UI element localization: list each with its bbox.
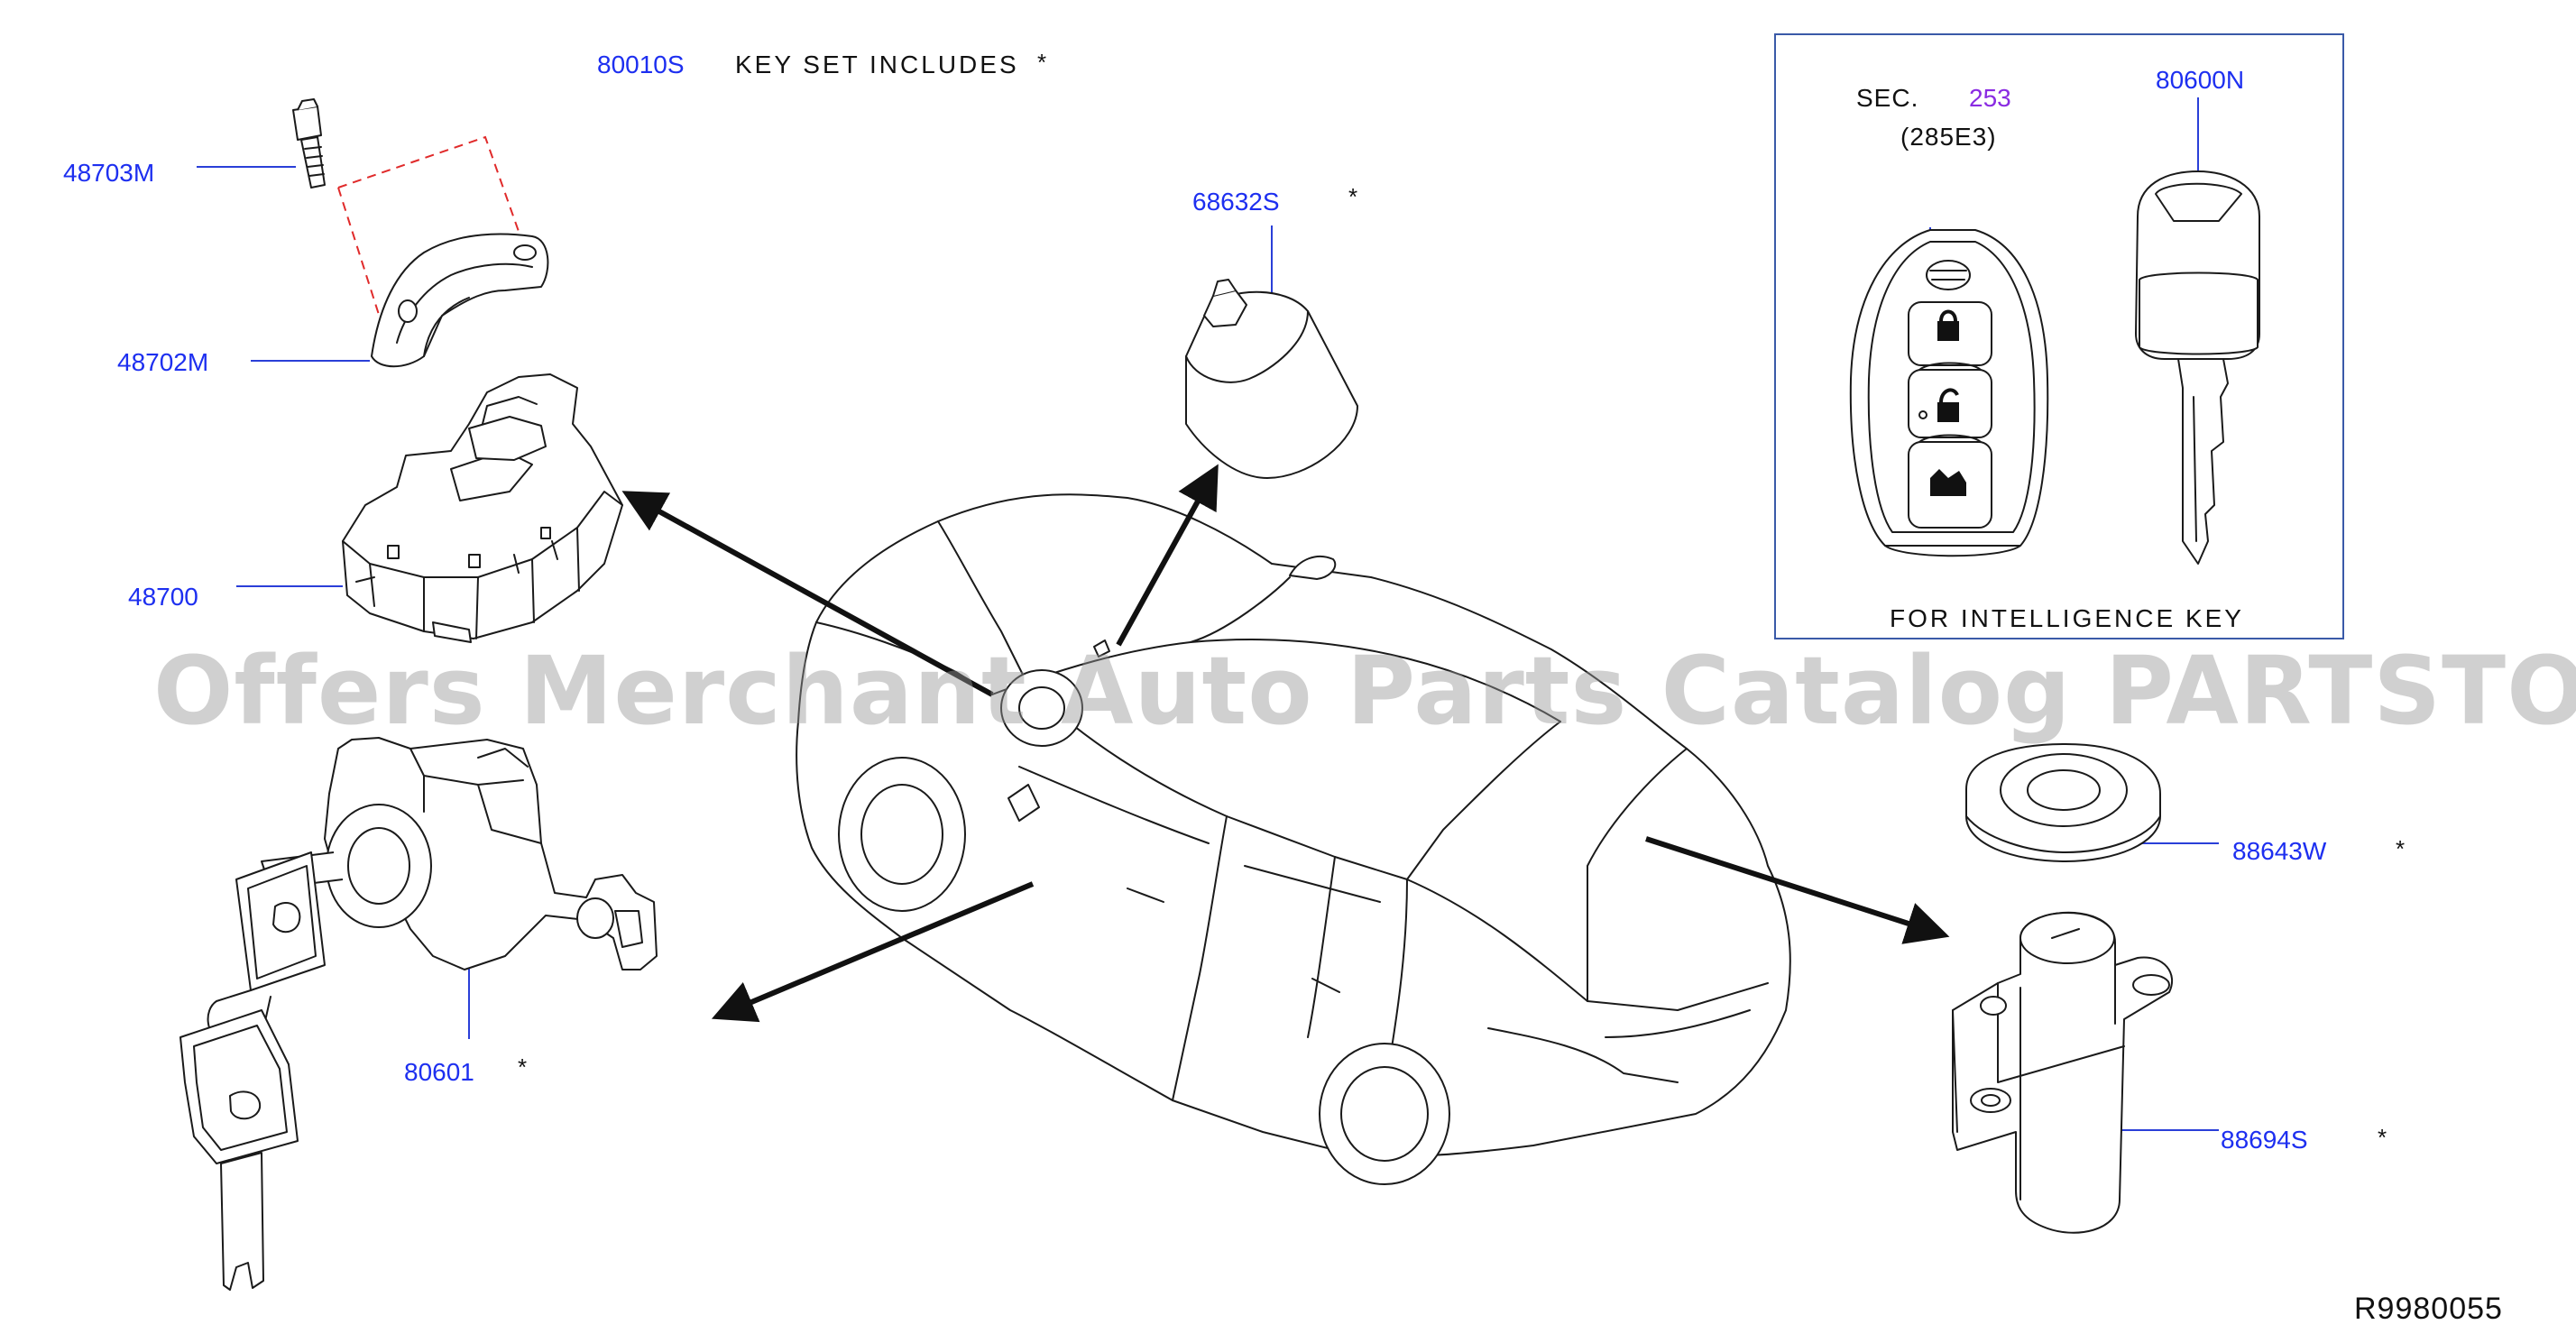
intelligence-key-inset-frame bbox=[1774, 33, 2344, 639]
mechanical-keys-drawing bbox=[179, 851, 326, 1291]
asterisk-68632s: * bbox=[1348, 183, 1358, 210]
part-label-88643w[interactable]: 88643W bbox=[2232, 837, 2327, 865]
key-set-asterisk: * bbox=[1037, 49, 1047, 76]
dashed-guide bbox=[337, 135, 522, 344]
intelligent-key-fob-drawing bbox=[1849, 229, 2049, 557]
pointer-arrows bbox=[621, 464, 1950, 1023]
part-label-80601[interactable]: 80601 bbox=[404, 1058, 474, 1086]
bezel-88643w-drawing bbox=[1965, 743, 2161, 862]
section-link-253[interactable]: 253 bbox=[1969, 84, 2011, 112]
part-label-48703m[interactable]: 48703M bbox=[63, 159, 155, 187]
bolt-48703m-drawing bbox=[292, 98, 326, 189]
cylinder-88694s-drawing bbox=[1952, 911, 2174, 1234]
asterisk-88694s: * bbox=[2378, 1124, 2387, 1151]
section-code: (285E3) bbox=[1900, 123, 1997, 151]
key-set-includes-text: KEY SET INCLUDES bbox=[735, 51, 1019, 78]
intelligence-key-caption: FOR INTELLIGENCE KEY bbox=[1890, 604, 2244, 632]
part-label-48702m[interactable]: 48702M bbox=[117, 348, 209, 376]
section-prefix: SEC. bbox=[1856, 84, 1919, 112]
switch-48700-drawing bbox=[342, 373, 623, 643]
doorlock-80601-drawing bbox=[261, 737, 658, 970]
part-label-80010s[interactable]: 80010S bbox=[597, 51, 685, 78]
part-label-68632s[interactable]: 68632S bbox=[1192, 188, 1280, 216]
car-drawing bbox=[796, 493, 1791, 1185]
part-label-80600n[interactable]: 80600N bbox=[2156, 66, 2245, 94]
cylinder-68632s-drawing bbox=[1185, 279, 1358, 479]
part-label-48700[interactable]: 48700 bbox=[128, 583, 198, 611]
asterisk-88643w: * bbox=[2396, 835, 2406, 862]
watermark: Offers Merchant Auto Parts Catalog PARTS… bbox=[153, 636, 2576, 746]
mechanical-key-80600n-drawing bbox=[2135, 170, 2260, 565]
diagram-reference: R9980055 bbox=[2354, 1292, 2503, 1326]
asterisk-80601: * bbox=[518, 1053, 528, 1081]
bracket-48702m-drawing bbox=[371, 233, 549, 368]
part-label-88694s[interactable]: 88694S bbox=[2221, 1126, 2308, 1154]
